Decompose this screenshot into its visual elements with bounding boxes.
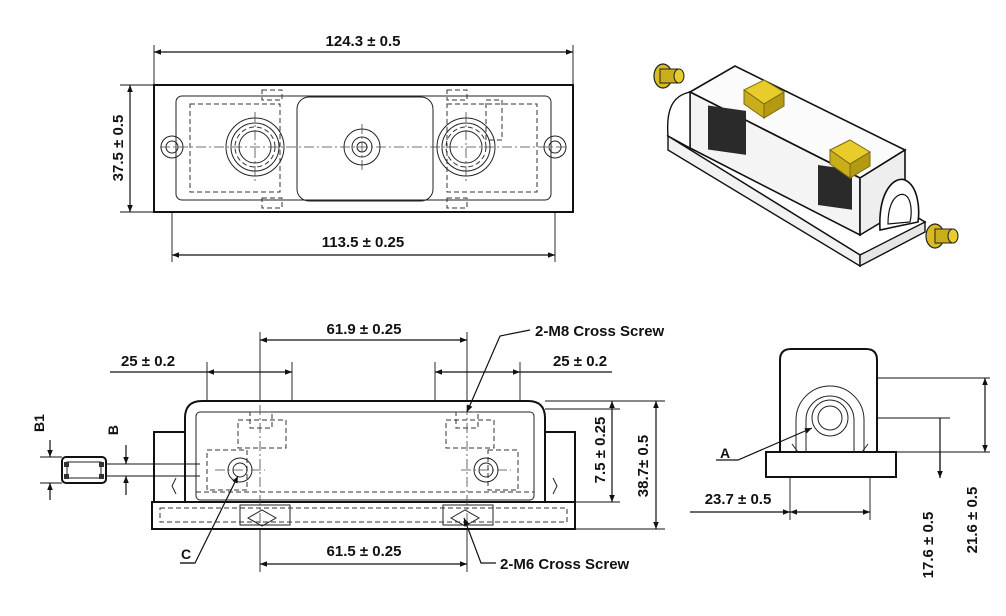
- label-b: B: [105, 425, 121, 435]
- left-flange: [153, 431, 189, 505]
- callout-c: C: [181, 546, 191, 562]
- dim-front-height: 38.7± 0.5: [635, 435, 652, 497]
- side-base: [765, 451, 897, 478]
- callout-a: A: [720, 445, 730, 461]
- dim-front-bottom-pitch: 61.5 ± 0.25: [327, 543, 402, 560]
- dim-side-height-b: 21.6 ± 0.5: [964, 487, 981, 554]
- dim-left-flange: 25 ± 0.2: [121, 353, 175, 370]
- dim-screw-height: 7.5 ± 0.25: [592, 417, 609, 484]
- isometric-view: [653, 63, 959, 268]
- dim-top-hole-pitch: 113.5 ± 0.25: [322, 234, 404, 251]
- loose-screw-left: [653, 63, 685, 89]
- loose-screw-right: [925, 223, 959, 249]
- dim-side-height-a: 17.6 ± 0.5: [920, 512, 937, 579]
- dim-right-flange: 25 ± 0.2: [553, 353, 607, 370]
- base-plate: [151, 501, 576, 530]
- front-cover: [184, 400, 546, 503]
- detail-view: B1 B: [31, 414, 200, 500]
- label-b1: B1: [31, 414, 47, 432]
- callout-m6: 2-M6 Cross Screw: [500, 556, 630, 573]
- front-view: 61.9 ± 0.25 25 ± 0.2 25 ± 0.2 61.5 ± 0.2…: [110, 321, 665, 573]
- side-view: A 23.7 ± 0.5 17.6 ± 0.5 21.6 ± 0.5: [690, 348, 990, 579]
- dim-top-length: 124.3 ± 0.5: [326, 33, 401, 50]
- detail-body: [61, 456, 107, 484]
- callout-m8: 2-M8 Cross Screw: [535, 323, 665, 340]
- top-view-body: [153, 84, 574, 213]
- top-view: 124.3 ± 0.5 37.5 ± 0.5 113.5 ± 0.25: [110, 33, 574, 262]
- dim-top-width: 37.5 ± 0.5: [110, 115, 127, 182]
- dim-side-width: 23.7 ± 0.5: [705, 491, 772, 508]
- dim-front-terminal-pitch: 61.9 ± 0.25: [327, 321, 402, 338]
